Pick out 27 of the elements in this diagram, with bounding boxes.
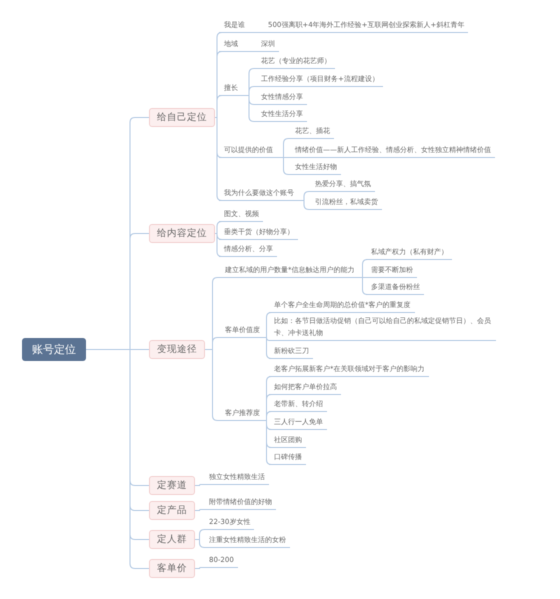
topic-box: 定人群 (149, 530, 195, 548)
branch-line (276, 157, 290, 175)
branch-line (214, 233, 222, 257)
branch-line (248, 32, 264, 33)
topic-box: 给内容定位 (149, 224, 215, 242)
branch-line (194, 567, 204, 569)
root-topic-box: 账号定位 (22, 338, 86, 360)
branch-line (214, 221, 222, 234)
branch-line (194, 539, 205, 548)
branch-line (358, 277, 368, 295)
branch-line (194, 509, 204, 511)
branch-line (242, 51, 256, 52)
branch-line (264, 411, 272, 421)
topic-box: 给自己定位 (149, 108, 215, 126)
topic-box: 客单价 (149, 558, 195, 578)
branch-line (242, 95, 256, 122)
branch-line (204, 349, 220, 421)
branch-line (194, 484, 204, 486)
branch-line (214, 117, 222, 201)
topic-box: 定赛道 (149, 476, 195, 494)
branch-line (264, 337, 272, 359)
topic-box: 定产品 (149, 500, 195, 520)
branch-line (264, 312, 272, 338)
branch-line (298, 200, 310, 210)
topic-box: 变现途径 (149, 340, 205, 358)
branch-line (264, 420, 272, 465)
branch-line (214, 95, 222, 118)
